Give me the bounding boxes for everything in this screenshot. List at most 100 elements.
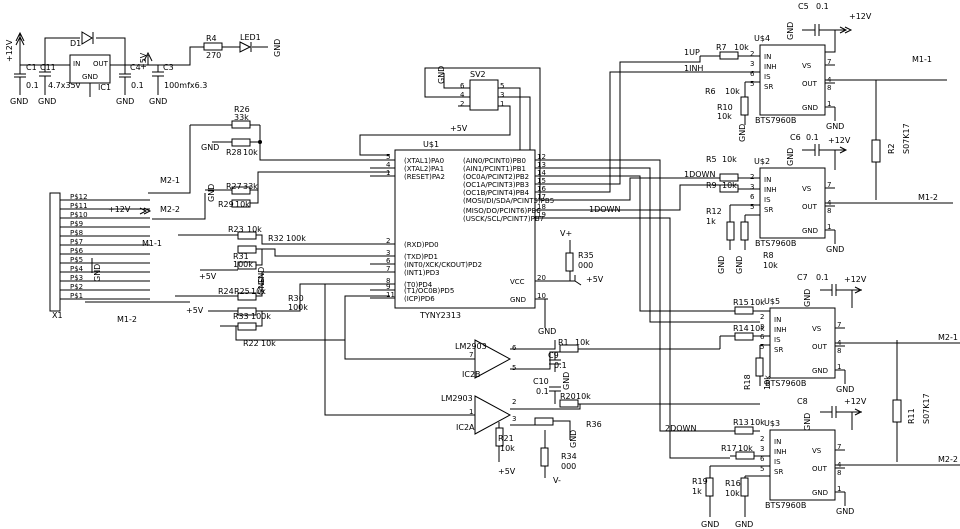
ic2a-triangle bbox=[474, 395, 512, 435]
gnd-label: GND bbox=[836, 507, 854, 516]
r28-ref: R28 bbox=[226, 148, 242, 157]
driver-pin-number: 8 bbox=[827, 84, 831, 92]
driver-body bbox=[759, 44, 826, 116]
r15-resistor bbox=[734, 306, 754, 315]
m1-1-label: M1-1 bbox=[142, 239, 162, 248]
r31-value: 100k bbox=[233, 260, 253, 269]
r21-value: 10k bbox=[500, 444, 515, 453]
gnd-label: GND bbox=[786, 22, 795, 40]
r20-resistor bbox=[559, 399, 579, 408]
ic2b-part: LM2903 bbox=[455, 342, 487, 351]
driver-ref: U$2 bbox=[754, 157, 770, 166]
gnd-label: GND bbox=[786, 148, 795, 166]
r35-value: 000 bbox=[578, 261, 593, 270]
vminus-label: V- bbox=[553, 476, 561, 485]
mcu-tiny2313: U$1 TYNY2313 5(XTAL1)PA04(XTAL2)PA11(RES… bbox=[370, 140, 604, 336]
v5-label: +5V bbox=[450, 124, 468, 133]
v5-label: +5V bbox=[199, 272, 217, 281]
r18-ref: R18 bbox=[743, 374, 752, 390]
r32-value: 100k bbox=[286, 234, 306, 243]
driver-part: BTS7960B bbox=[755, 239, 796, 248]
r6-value: 10k bbox=[725, 87, 740, 96]
driver-pin-number: 2 bbox=[750, 173, 754, 181]
driver-pin-name: OUT bbox=[812, 343, 828, 351]
v12-label: +12V bbox=[828, 136, 851, 145]
r4-value: 270 bbox=[206, 51, 221, 60]
c4-value: 0.1 bbox=[131, 81, 144, 90]
r1-ref: R1 bbox=[558, 338, 569, 347]
driver-pin-number: 8 bbox=[837, 469, 841, 477]
gnd-label: GND bbox=[803, 289, 812, 307]
c9-ref: C9 bbox=[548, 351, 559, 360]
gnd-label: GND bbox=[38, 97, 56, 106]
reg-out: OUT bbox=[93, 60, 109, 68]
net-1down: 1DOWN bbox=[684, 170, 715, 179]
net-labels: 1UP 1INH 1DOWN 1DOWN 2DOWN bbox=[548, 48, 760, 459]
power-supply: +12V C1 0.1 GND C11 4.7x35v GND D1 IN OU… bbox=[5, 31, 282, 106]
r31-ref: R31 bbox=[233, 252, 249, 261]
r12-resistor bbox=[726, 221, 735, 241]
driver-pin-name: INH bbox=[774, 326, 787, 334]
r30-value: 100k bbox=[288, 303, 308, 312]
mcu-pin-name: (RESET)PA2 bbox=[404, 173, 445, 181]
driver-pin-number: 5 bbox=[760, 343, 764, 351]
d1-ref: D1 bbox=[70, 39, 81, 48]
v12-label: +12V bbox=[5, 39, 14, 62]
ic2b-ref: IC2B bbox=[462, 370, 481, 379]
c10-ref: C10 bbox=[533, 377, 549, 386]
isp-connector: SV2 6 4 2 5 3 1 +5V GND bbox=[359, 66, 541, 200]
r2-ref: R2 bbox=[887, 143, 896, 154]
r27-ref: R27 bbox=[226, 182, 242, 191]
mcu-pin-name: VCC bbox=[510, 278, 525, 286]
r19-value: 1k bbox=[692, 487, 702, 496]
r20-ref: R20 bbox=[560, 392, 576, 401]
v12-label: +12V bbox=[844, 397, 867, 406]
mcu-pin-name: (OC1B/PCINT4)PB4 bbox=[463, 189, 530, 197]
driver-pin-number: 2 bbox=[760, 313, 764, 321]
driver-pin-name: IS bbox=[774, 336, 781, 344]
mcu-pin-name: (T0)PD4 bbox=[404, 281, 433, 289]
r28-resistor bbox=[231, 138, 251, 147]
r26-resistor bbox=[231, 120, 251, 129]
mcu-pin-name: (INT1)PD3 bbox=[404, 269, 440, 277]
r34-resistor bbox=[540, 447, 549, 467]
r25-ref: R25 bbox=[234, 287, 250, 296]
isp-pin: 2 bbox=[460, 100, 464, 108]
mcu-pin-number: 20 bbox=[537, 274, 546, 282]
driver-pin-number: 3 bbox=[750, 183, 754, 191]
r13-value: 10k bbox=[750, 418, 765, 427]
sv2-ref: SV2 bbox=[470, 70, 486, 79]
gnd-label: GND bbox=[735, 256, 744, 274]
ic2a-ref: IC2A bbox=[456, 423, 475, 432]
c11-ref: C11 bbox=[40, 63, 56, 72]
connector-pin-label: P$4 bbox=[70, 265, 84, 273]
net-2down: 2DOWN bbox=[665, 424, 696, 433]
c1-value: 0.1 bbox=[26, 81, 39, 90]
isp-pin: 4 bbox=[460, 91, 465, 99]
comparators: LM2903 IC2B 6 5 7 LM2903 IC2A 2 3 1 C9 0… bbox=[324, 284, 760, 485]
driver-body bbox=[759, 167, 826, 239]
connector-pin-label: P$3 bbox=[70, 274, 83, 282]
r24-ref: R24 bbox=[218, 287, 234, 296]
isp-body bbox=[469, 79, 499, 111]
mcu-pin-number: 3 bbox=[386, 249, 390, 257]
driver-pin-number: 1 bbox=[837, 485, 841, 493]
mcu-pin-number: 13 bbox=[537, 161, 546, 169]
mcu-pin-name: (MOSI/DI/SDA/PCINT5)PB5 bbox=[463, 197, 554, 205]
mcu-ref: U$1 bbox=[423, 140, 439, 149]
mcu-pin-name: (AIN0/PCINT0)PB0 bbox=[463, 157, 526, 165]
r32-ref: R32 bbox=[268, 234, 284, 243]
driver-pin-name: VS bbox=[812, 447, 822, 455]
driver-pin-name: GND bbox=[802, 227, 818, 235]
mcu-pin-number: 19 bbox=[537, 211, 546, 219]
connector-pin-label: P$7 bbox=[70, 238, 83, 246]
driver-pin-number: 7 bbox=[827, 58, 831, 66]
connector-pin-label: P$8 bbox=[70, 229, 83, 237]
mcu-pin-name: (TXD)PD1 bbox=[404, 253, 438, 261]
driver-pin-number: 8 bbox=[827, 207, 831, 215]
c7-ref: C7 bbox=[797, 273, 808, 282]
c9-value: 0.1 bbox=[554, 361, 567, 370]
mcu-pin-name: GND bbox=[510, 296, 526, 304]
mcu-pin-name: (OC1A/PCINT3)PB3 bbox=[463, 181, 529, 189]
